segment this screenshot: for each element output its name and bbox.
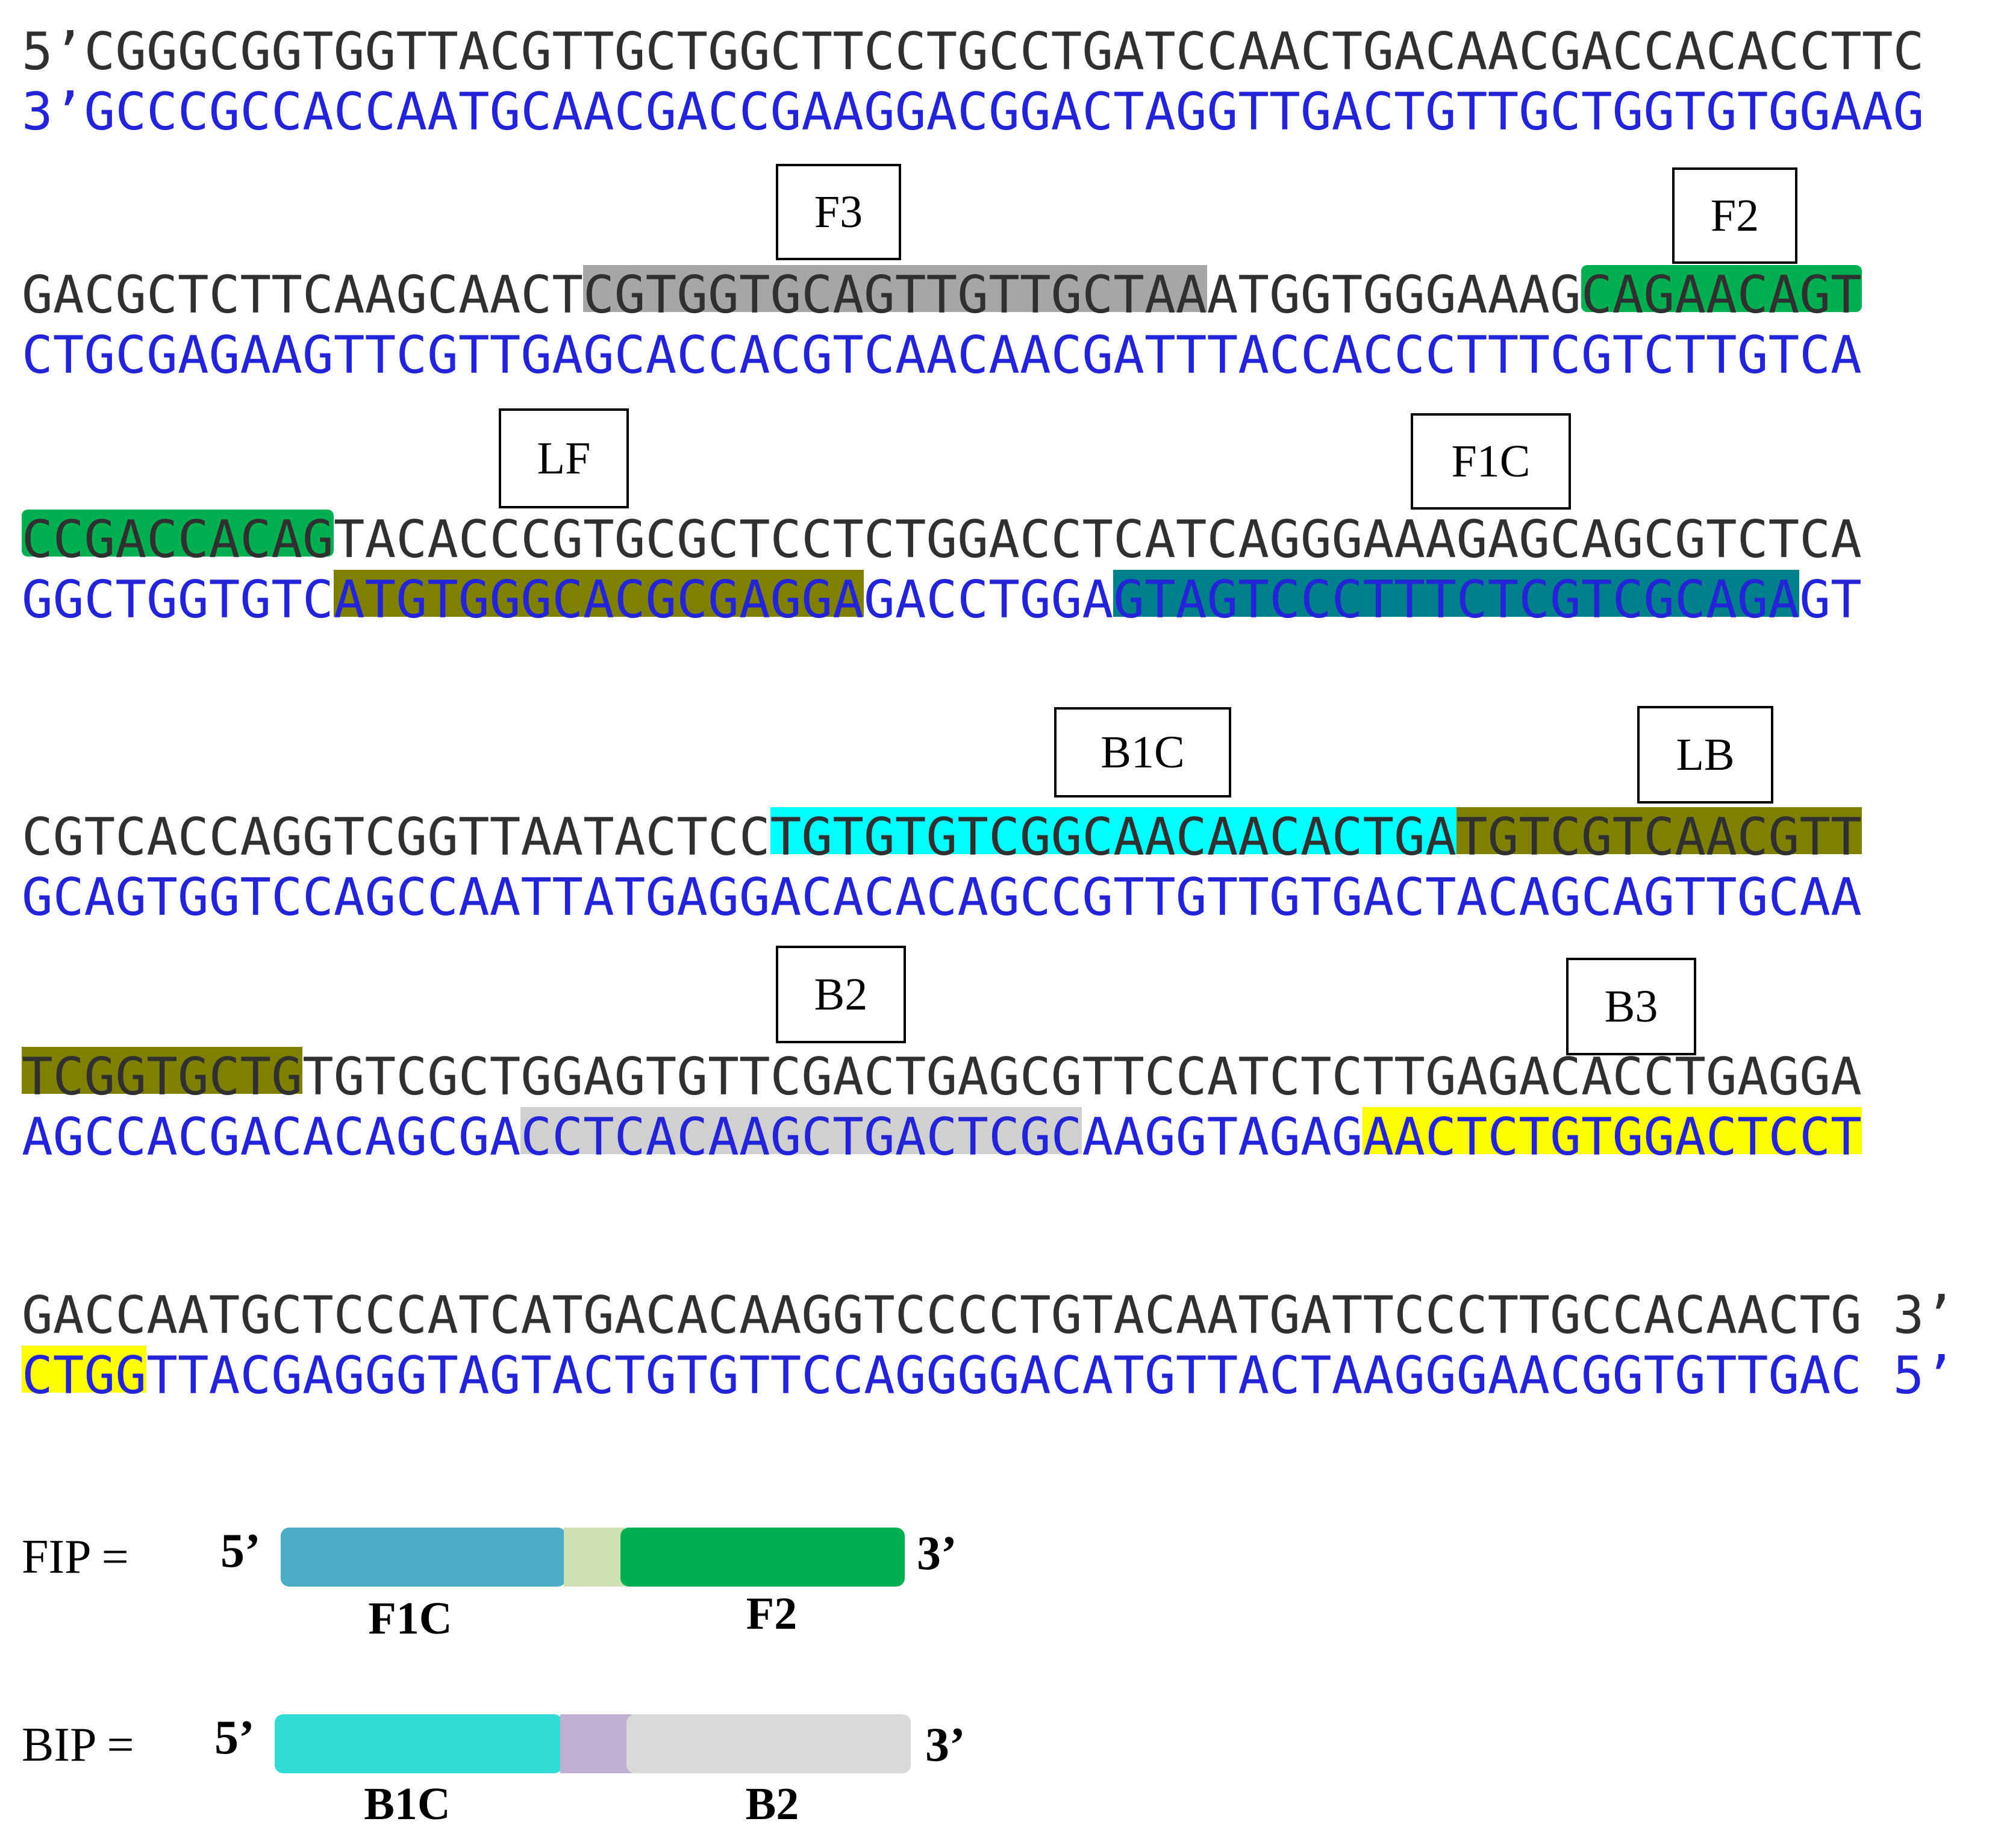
bip-label-b1c: B1C (364, 1779, 451, 1829)
sequence-run: TACACCCGTGCGCTCCTCTGGACCTCATCAGGGAAAGAGC… (333, 510, 1862, 570)
sequence-run: GT (1799, 570, 1862, 630)
highlighted-region: CCTCACAAGCTGACTCGC (520, 1107, 1082, 1167)
seq-row-6-bottom: CTGGTTACGAGGGTAGTACTGTGTTCCAGGGGACATGTTA… (22, 1346, 1955, 1406)
seq-row-5-bottom: AGCCACGACACAGCGACCTCACAAGCTGACTCGCAAGGTA… (22, 1107, 1862, 1167)
highlighted-region: CAGAACAGT (1581, 265, 1862, 325)
fip-label: FIP = (22, 1531, 129, 1584)
fip-five-prime: 5’ (220, 1525, 261, 1578)
highlighted-region: ATGTGGGCACGCGAGGA (333, 570, 864, 630)
sequence-run: GGCTGGTGTC (22, 570, 334, 630)
seq-row-6-top: GACCAATGCTCCCATCATGACACAAGGTCCCCTGTACAAT… (22, 1285, 1955, 1346)
label-box-lb: LB (1637, 706, 1773, 804)
seq-row-2-bottom: CTGCGAGAAGTTCGTTGAGCACCACGTCAACAACGATTTA… (22, 325, 1862, 386)
sequence-run: ATGGTGGGAAAG (1207, 265, 1581, 325)
bip-segment-b2 (626, 1714, 911, 1773)
bip-label-b2: B2 (745, 1779, 799, 1829)
fip-segment-f1c (281, 1528, 566, 1587)
seq-row-4-top: CGTCACCAGGTCGGTTAATACTCCTGTGTGTCGGCAACAA… (22, 807, 1862, 867)
seq-row-3-top: CCGACCACAGTACACCCGTGCGCTCCTCTGGACCTCATCA… (22, 510, 1862, 570)
bip-label: BIP = (22, 1718, 134, 1772)
sequence-run: TGTCGCTGGAGTGTTCGACTGAGCGTTCCATCTCTTGAGA… (302, 1047, 1862, 1107)
label-box-b1c: B1C (1054, 707, 1231, 798)
label-box-f3: F3 (776, 164, 901, 260)
highlighted-region: AACTCTGTGGACTCCT (1363, 1107, 1862, 1167)
seq-row-3-bottom: GGCTGGTGTCATGTGGGCACGCGAGGAGACCTGGAGTAGT… (22, 570, 1862, 630)
sequence-run: GCAGTGGTCCAGCCAATTATGAGGACACACAGCCGTTGTT… (22, 867, 1862, 928)
highlighted-region: CCGACCACAG (22, 510, 334, 570)
label-box-f1c: F1C (1411, 413, 1571, 510)
label-box-lf: LF (499, 408, 629, 508)
sequence-run: CGTCACCAGGTCGGTTAATACTCC (22, 807, 770, 867)
fip-label-f1c: F1C (368, 1593, 452, 1644)
seq-row-5-top: TCGGTGCTGTGTCGCTGGAGTGTTCGACTGAGCGTTCCAT… (22, 1047, 1862, 1107)
bip-three-prime: 3’ (925, 1718, 966, 1772)
sequence-run: AGCCACGACACAGCGA (22, 1107, 521, 1167)
label-box-b2: B2 (776, 946, 906, 1043)
highlighted-region: TCGGTGCTG (22, 1047, 302, 1107)
seq-row-4-bottom: GCAGTGGTCCAGCCAATTATGAGGACACACAGCCGTTGTT… (22, 867, 1862, 928)
fip-three-prime: 3’ (917, 1527, 957, 1580)
fip-label-f2: F2 (746, 1588, 798, 1639)
sequence-run: CTGCGAGAAGTTCGTTGAGCACCACGTCAACAACGATTTA… (22, 325, 1862, 386)
highlighted-region: TGTGTGTCGGCAACAACACTGA (770, 807, 1456, 867)
bip-segment-linker (560, 1714, 632, 1773)
bip-segment-b1c (275, 1714, 563, 1773)
label-box-b3: B3 (1566, 958, 1696, 1055)
sequence-run: TTACGAGGGTAGTACTGTGTTCCAGGGGACATGTTACTAA… (146, 1346, 1956, 1406)
highlighted-region: TGTCGTCAACGTT (1456, 807, 1862, 867)
sequence-run: 3’GCCCGCCACCAATGCAACGACCGAAGGACGGACTAGGT… (22, 82, 1925, 142)
seq-row-2-top: GACGCTCTTCAAGCAACTCGTGGTGCAGTTGTTGCTAAAT… (22, 265, 1862, 325)
label-box-f2: F2 (1672, 167, 1797, 264)
sequence-run: 5’CGGGCGGTGGTTACGTTGCTGGCTTCCTGCCTGATCCA… (22, 22, 1925, 82)
highlighted-region: GTAGTCCCTTTCTCGTCGCAGA (1113, 570, 1800, 630)
seq-row-1-top: 5’CGGGCGGTGGTTACGTTGCTGGCTTCCTGCCTGATCCA… (22, 22, 1924, 82)
fip-segment-f2 (620, 1528, 905, 1587)
seq-row-1-bottom: 3’GCCCGCCACCAATGCAACGACCGAAGGACGGACTAGGT… (22, 82, 1924, 142)
sequence-run: AAGGTAGAG (1082, 1107, 1363, 1167)
sequence-run: GACCAATGCTCCCATCATGACACAAGGTCCCCTGTACAAT… (22, 1285, 1956, 1346)
highlighted-region: CTGG (22, 1346, 147, 1406)
sequence-run: GACCTGGA (863, 570, 1114, 630)
bip-five-prime: 5’ (214, 1711, 255, 1764)
highlighted-region: CGTGGTGCAGTTGTTGCTAA (582, 265, 1207, 325)
fip-segment-linker (564, 1528, 624, 1587)
sequence-run: GACGCTCTTCAAGCAACT (22, 265, 583, 325)
